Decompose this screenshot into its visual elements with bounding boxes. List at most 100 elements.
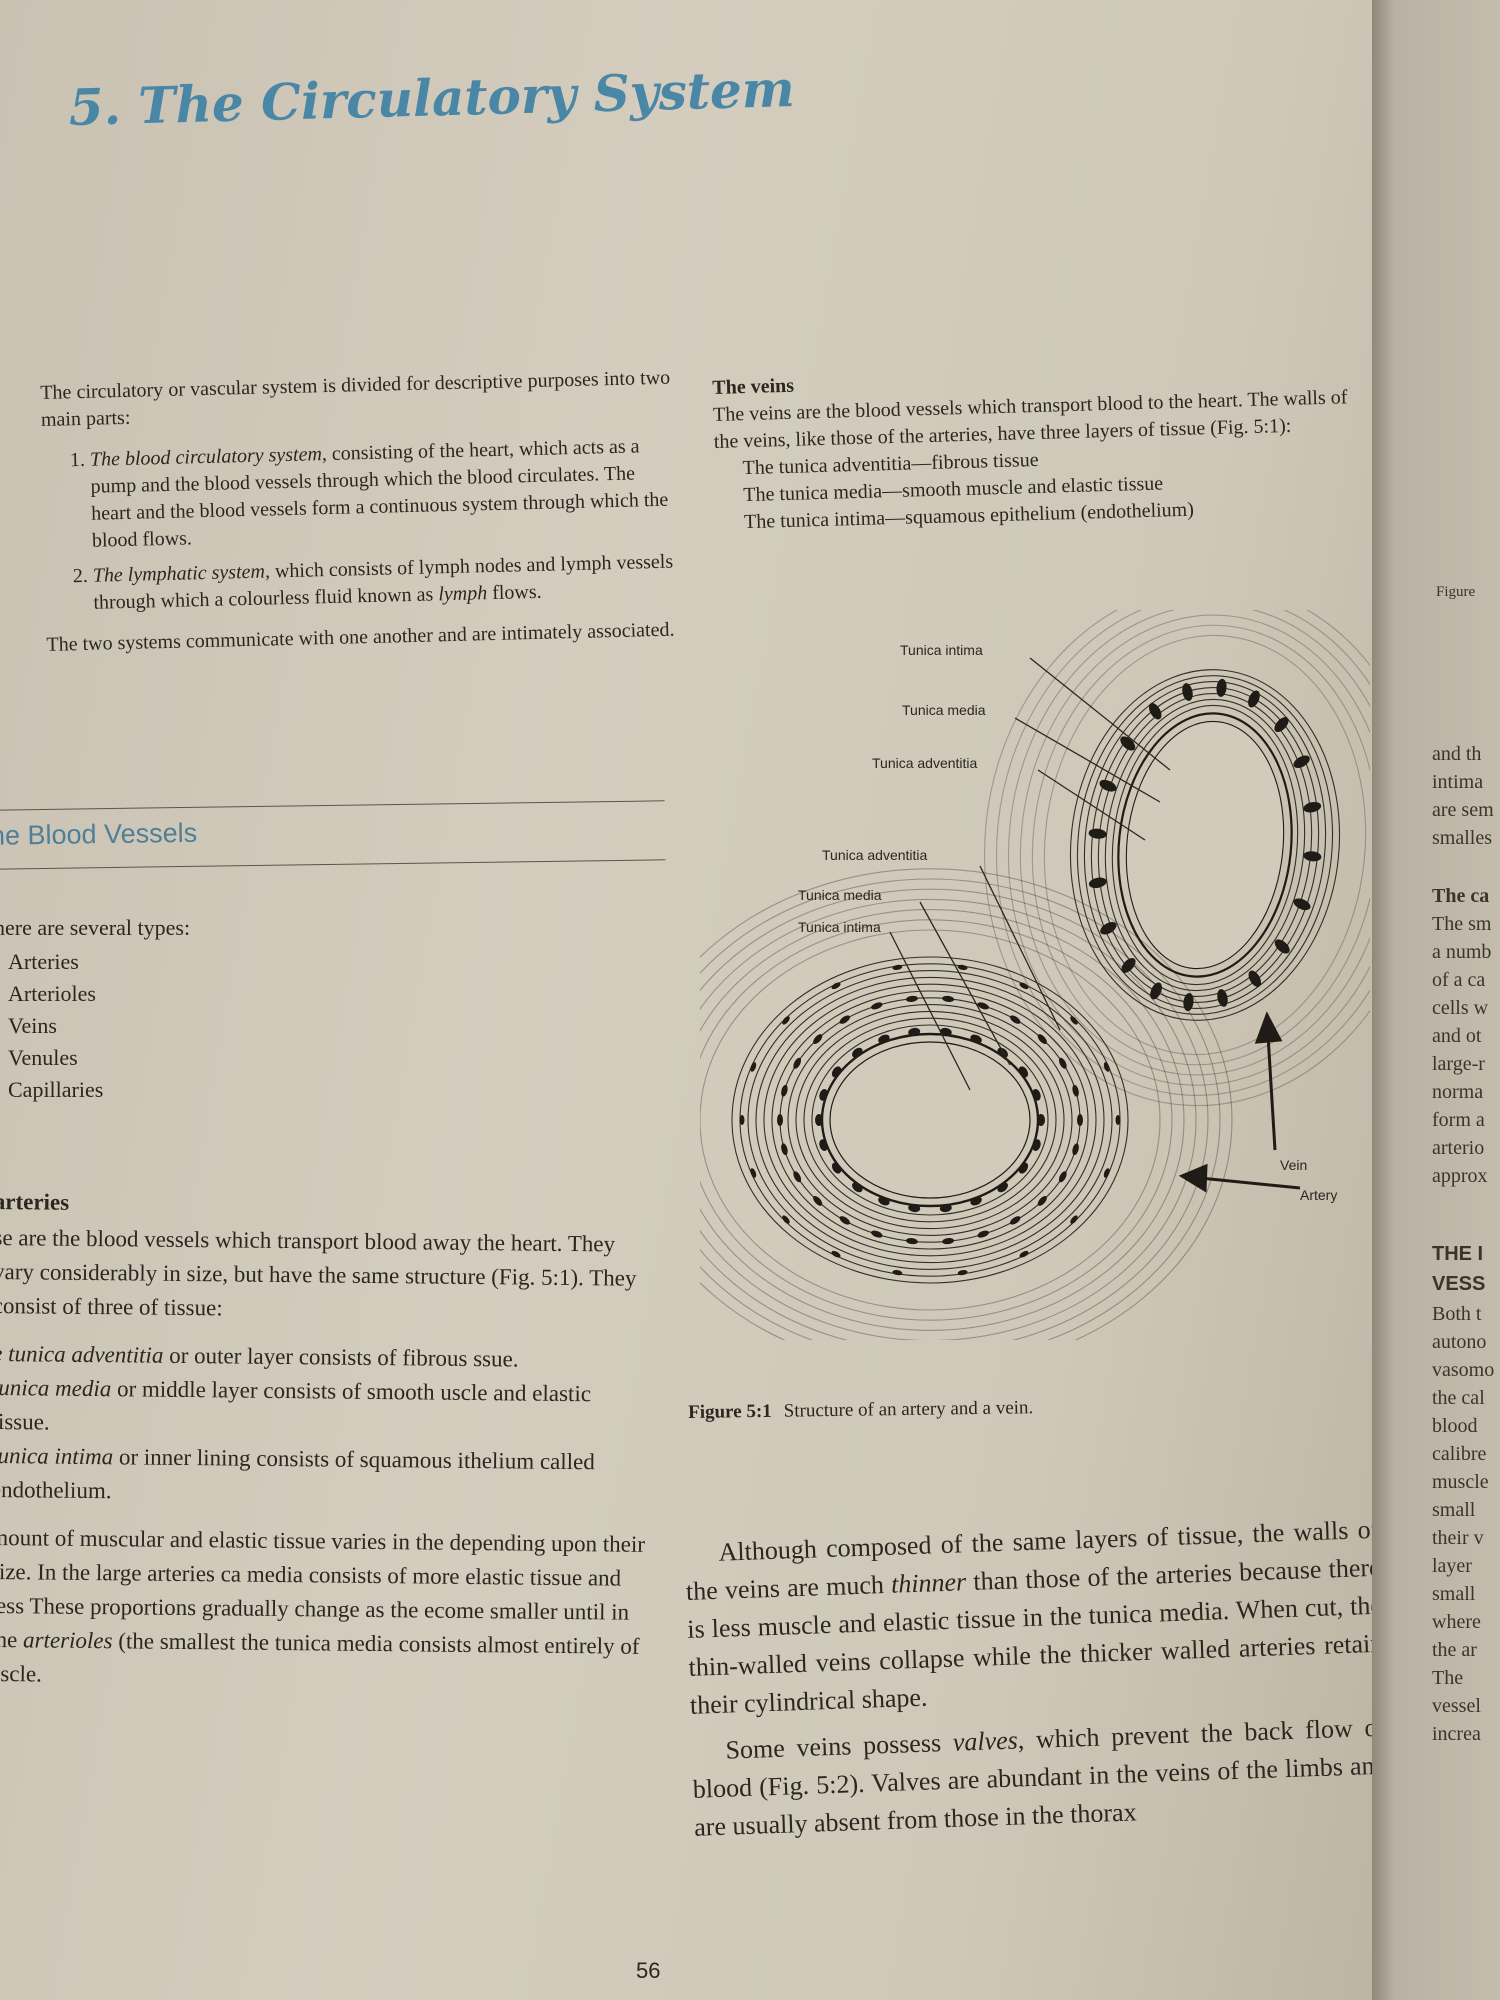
- list-item: The lymphatic system, which consists of …: [92, 549, 675, 617]
- vein-media-nucleus: [1293, 898, 1311, 911]
- artery-media-ring: [763, 983, 1097, 1257]
- artery-media-nucleus: [1058, 1057, 1067, 1069]
- vein-media-ring: [1069, 669, 1341, 1021]
- artery-endothelial-nucleus: [831, 1162, 842, 1174]
- paragraph-text: , which prevent the back flow of blood (…: [692, 1712, 1372, 1842]
- tissue-media: tunica media or middle layer consists of…: [0, 1371, 652, 1446]
- artery-media-ring: [731, 956, 1129, 1284]
- label-artery: Artery: [1300, 1187, 1337, 1203]
- artery-vein-diagram: Tunica intima Tunica media Tunica advent…: [627, 583, 1372, 1372]
- artery-media-nucleus: [871, 1230, 883, 1238]
- artery-adventitia-ring: [699, 929, 1161, 1311]
- next-page-line: norma: [1432, 1081, 1484, 1103]
- vein-comparison-section: Although composed of the same layers of …: [684, 1511, 1372, 1855]
- artery-media-nucleus: [750, 1062, 757, 1072]
- vein-intima: [1117, 712, 1293, 978]
- artery-media-nucleus: [781, 1143, 788, 1156]
- artery-media-nucleus: [1037, 1034, 1047, 1045]
- vein-media-nucleus: [1150, 982, 1162, 1000]
- next-page-line: vessel: [1432, 1695, 1481, 1717]
- next-page-line: small: [1432, 1583, 1476, 1605]
- term: tunica intima: [0, 1442, 114, 1470]
- vein-arrow-shaft: [1266, 1034, 1277, 1151]
- artery-media-nucleus: [905, 1238, 918, 1245]
- list-item: Veins: [8, 1013, 57, 1038]
- vein-media-nucleus: [1303, 801, 1322, 813]
- arteries-paragraph: se are the blood vessels which transport…: [0, 1224, 637, 1321]
- vessel-types-list: Arteries Arterioles Veins Venules Capill…: [0, 946, 594, 1106]
- artery-media-nucleus: [942, 995, 955, 1002]
- artery-endothelial-nucleus: [819, 1089, 828, 1101]
- artery-endothelial-nucleus: [878, 1196, 890, 1206]
- vein-media-nucleus: [1121, 957, 1136, 973]
- next-page-line: and th: [1432, 743, 1482, 765]
- comparison-paragraph: Although composed of the same layers of …: [684, 1511, 1372, 1725]
- leader-line: [919, 901, 1011, 1066]
- section-heading: he Blood Vessels: [0, 817, 198, 851]
- valves-paragraph: Some veins possess valves, which prevent…: [691, 1709, 1372, 1847]
- artery-media-nucleus: [1037, 1195, 1047, 1206]
- artery-media-nucleus: [750, 1168, 757, 1178]
- vein-arrow-head: [1254, 1011, 1283, 1044]
- vein-media-nucleus: [1148, 703, 1162, 720]
- label-artery-tunica-adventitia: Tunica adventitia: [822, 847, 928, 863]
- artery-media-nucleus: [1058, 1171, 1067, 1183]
- section-heading-bar: he Blood Vessels: [0, 800, 666, 870]
- next-page-line: their v: [1432, 1527, 1484, 1549]
- artery-arrow-shaft: [1199, 1176, 1301, 1190]
- artery-endothelial-nucleus: [939, 1027, 952, 1036]
- label-artery-tunica-intima: Tunica intima: [798, 919, 881, 935]
- vein-media-nucleus: [1120, 736, 1136, 751]
- next-page-line: small: [1432, 1499, 1476, 1521]
- artery-media-nucleus: [831, 982, 841, 990]
- next-page-line: cells w: [1432, 997, 1489, 1019]
- intro-paragraph: The circulatory or vascular system is di…: [40, 366, 671, 431]
- list-item: Capillaries: [8, 1077, 104, 1102]
- leader-line: [1037, 769, 1146, 841]
- artery-media-nucleus: [793, 1171, 802, 1183]
- artery-media-nucleus: [977, 1002, 989, 1010]
- leader-line: [1014, 717, 1161, 803]
- vein-media-nucleus: [1248, 970, 1262, 987]
- artery-cross-section: [627, 868, 1233, 1372]
- vein-media-nucleus: [1088, 828, 1107, 839]
- artery-media-nucleus: [977, 1230, 989, 1238]
- vein-media-nucleus: [1248, 690, 1260, 708]
- next-page-line: where: [1432, 1611, 1481, 1633]
- list-item: Arterioles: [8, 981, 96, 1006]
- term-thinner: thinner: [890, 1567, 967, 1599]
- label-vein-tunica-adventitia: Tunica adventitia: [872, 755, 978, 771]
- next-page-line: vasomo: [1432, 1359, 1495, 1381]
- next-page-line: the ar: [1432, 1639, 1477, 1661]
- artery-media-nucleus: [813, 1034, 823, 1045]
- veins-section: The veins The veins are the blood vessel…: [712, 357, 1366, 537]
- caption-text: Structure of an artery and a vein.: [783, 1397, 1034, 1422]
- list-item: Arteries: [8, 949, 79, 974]
- label-artery-tunica-media: Tunica media: [798, 887, 882, 903]
- term-arterioles: arterioles: [22, 1627, 113, 1654]
- artery-media-nucleus: [831, 1250, 841, 1258]
- artery-endothelial-nucleus: [908, 1204, 921, 1213]
- types-lead: here are several types:: [0, 915, 191, 940]
- term: e tunica adventitia: [0, 1340, 164, 1368]
- arteries-heading: arteries: [0, 1188, 70, 1215]
- vein-cross-section: [983, 583, 1372, 1107]
- artery-media-nucleus: [813, 1195, 823, 1206]
- term: tunica media: [0, 1374, 112, 1402]
- term-lymphatic-system: The lymphatic system,: [92, 560, 271, 587]
- vein-media-nucleus: [1274, 717, 1289, 733]
- artery-media-nucleus: [793, 1057, 802, 1069]
- next-page-line: form a: [1432, 1109, 1485, 1131]
- artery-media-nucleus: [1115, 1115, 1121, 1125]
- artery-endothelial-nucleus: [1032, 1139, 1041, 1151]
- artery-media-nucleus: [892, 964, 903, 971]
- next-page-line: smalles: [1432, 827, 1492, 849]
- artery-media-nucleus: [1072, 1143, 1079, 1156]
- next-page-line: a numb: [1432, 941, 1492, 963]
- artery-media-nucleus: [781, 1084, 788, 1097]
- artery-endothelial-nucleus: [997, 1182, 1008, 1193]
- artery-media-nucleus: [839, 1015, 851, 1024]
- next-page-line: increa: [1432, 1723, 1481, 1745]
